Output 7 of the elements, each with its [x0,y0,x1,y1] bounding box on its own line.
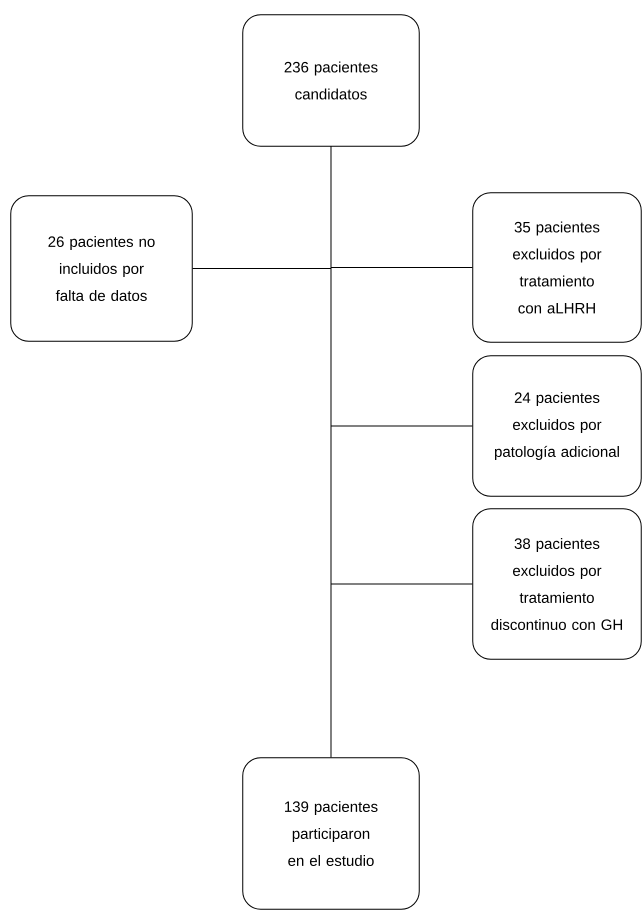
flow-box: 236 pacientes candidatos [242,14,420,147]
flow-box: 139 pacientes participaron en el estudio [242,757,420,910]
flow-box: 35 pacientes excluidos por tratamiento con aLHRH [472,192,642,343]
flow-box: 38 pacientes excluidos por tratamiento discontinuo con GH [472,508,642,660]
flow-box: 24 pacientes excluidos por patología adicional [472,355,642,497]
connector-line [330,146,473,584]
flow-box: 26 pacientes no incluidos por falta de datos [10,195,193,342]
